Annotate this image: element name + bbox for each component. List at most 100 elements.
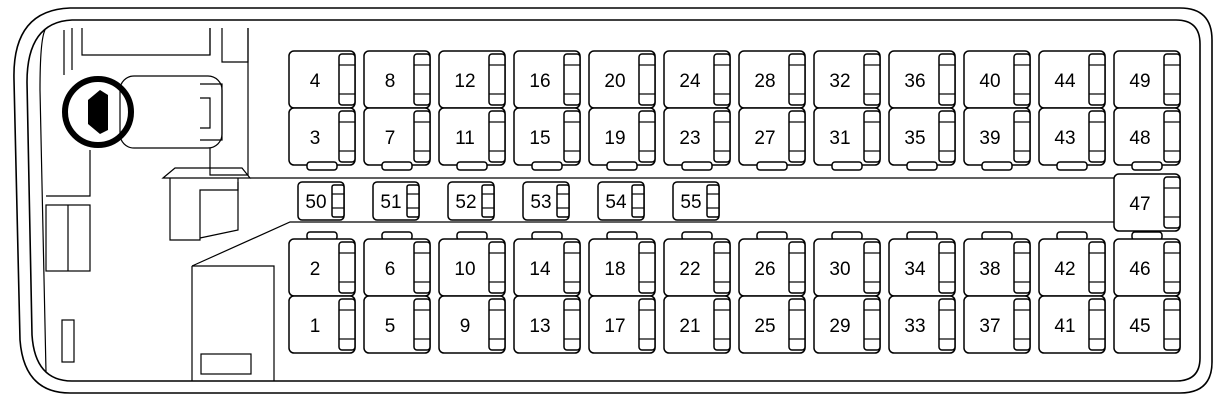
seat-23[interactable]: 23 <box>663 107 731 166</box>
seat-8[interactable]: 8 <box>363 50 431 109</box>
seat-cushion <box>456 161 488 171</box>
seat-25[interactable]: 25 <box>738 295 806 354</box>
seat-number: 7 <box>385 128 396 149</box>
seat-number: 8 <box>385 71 396 92</box>
seat-cushion <box>681 161 713 171</box>
seat-number: 22 <box>679 259 700 280</box>
seat-40[interactable]: 40 <box>963 50 1031 109</box>
seat-39[interactable]: 39 <box>963 107 1031 166</box>
seat-16[interactable]: 16 <box>513 50 581 109</box>
seat-4[interactable]: 4 <box>288 50 356 109</box>
seat-36[interactable]: 36 <box>888 50 956 109</box>
seat-24[interactable]: 24 <box>663 50 731 109</box>
seat-19[interactable]: 19 <box>588 107 656 166</box>
seat-number: 33 <box>904 316 925 337</box>
seat-number: 52 <box>455 192 476 213</box>
seat-number: 14 <box>529 259 551 280</box>
seat-2[interactable]: 2 <box>288 238 356 297</box>
seat-28[interactable]: 28 <box>738 50 806 109</box>
seat-number: 53 <box>530 192 551 213</box>
seat-15[interactable]: 15 <box>513 107 581 166</box>
seat-54[interactable]: 54 <box>597 181 645 221</box>
seat-cushion <box>381 161 413 171</box>
seat-number: 44 <box>1054 71 1076 92</box>
seat-37[interactable]: 37 <box>963 295 1031 354</box>
seat-number: 42 <box>1054 259 1075 280</box>
seat-number: 40 <box>979 71 1000 92</box>
seat-33[interactable]: 33 <box>888 295 956 354</box>
seat-20[interactable]: 20 <box>588 50 656 109</box>
seat-number: 30 <box>829 259 850 280</box>
seat-number: 51 <box>380 192 401 213</box>
seat-number: 54 <box>605 192 627 213</box>
seat-number: 21 <box>679 316 700 337</box>
seat-number: 20 <box>604 71 625 92</box>
seat-52[interactable]: 52 <box>447 181 495 221</box>
seat-5[interactable]: 5 <box>363 295 431 354</box>
seat-number: 37 <box>979 316 1000 337</box>
seat-14[interactable]: 14 <box>513 238 581 297</box>
seat-11[interactable]: 11 <box>438 107 506 166</box>
driver-area <box>45 28 249 363</box>
bus-outline <box>13 7 1213 394</box>
seat-number: 50 <box>305 192 326 213</box>
seat-number: 39 <box>979 128 1000 149</box>
seat-number: 25 <box>754 316 775 337</box>
seat-49[interactable]: 49 <box>1113 50 1181 109</box>
seat-43[interactable]: 43 <box>1038 107 1106 166</box>
seat-number: 5 <box>385 316 396 337</box>
seat-35[interactable]: 35 <box>888 107 956 166</box>
seat-number: 23 <box>679 128 700 149</box>
seat-cushion <box>531 161 563 171</box>
seat-cushion <box>981 161 1013 171</box>
seat-45[interactable]: 45 <box>1113 295 1181 354</box>
seat-number: 19 <box>604 128 625 149</box>
seat-48[interactable]: 48 <box>1113 107 1181 166</box>
seat-21[interactable]: 21 <box>663 295 731 354</box>
seat-53[interactable]: 53 <box>522 181 570 221</box>
seat-46[interactable]: 46 <box>1113 238 1181 297</box>
seat-42[interactable]: 42 <box>1038 238 1106 297</box>
seat-32[interactable]: 32 <box>813 50 881 109</box>
seat-number: 28 <box>754 71 775 92</box>
seat-number: 49 <box>1129 71 1150 92</box>
seat-41[interactable]: 41 <box>1038 295 1106 354</box>
seat-9[interactable]: 9 <box>438 295 506 354</box>
seat-cushion <box>906 161 938 171</box>
seat-47[interactable]: 47 <box>1113 173 1181 232</box>
seat-22[interactable]: 22 <box>663 238 731 297</box>
seat-31[interactable]: 31 <box>813 107 881 166</box>
seat-cushion <box>606 161 638 171</box>
seat-6[interactable]: 6 <box>363 238 431 297</box>
seat-12[interactable]: 12 <box>438 50 506 109</box>
seat-18[interactable]: 18 <box>588 238 656 297</box>
seat-50[interactable]: 50 <box>297 181 345 221</box>
seat-number: 11 <box>455 128 475 149</box>
seat-number: 18 <box>604 259 625 280</box>
seat-29[interactable]: 29 <box>813 295 881 354</box>
seat-number: 3 <box>310 128 321 149</box>
seat-17[interactable]: 17 <box>588 295 656 354</box>
seat-number: 10 <box>454 259 475 280</box>
seat-number: 41 <box>1054 316 1075 337</box>
seat-cushion <box>831 161 863 171</box>
seat-number: 35 <box>904 128 925 149</box>
seat-cushion <box>306 161 338 171</box>
seat-55[interactable]: 55 <box>672 181 720 221</box>
seat-number: 32 <box>829 71 850 92</box>
seat-number: 16 <box>529 71 550 92</box>
seat-27[interactable]: 27 <box>738 107 806 166</box>
seat-1[interactable]: 1 <box>288 295 356 354</box>
seat-number: 2 <box>310 259 321 280</box>
seat-51[interactable]: 51 <box>372 181 420 221</box>
seat-3[interactable]: 3 <box>288 107 356 166</box>
seat-number: 15 <box>529 128 550 149</box>
seat-44[interactable]: 44 <box>1038 50 1106 109</box>
seat-30[interactable]: 30 <box>813 238 881 297</box>
seat-34[interactable]: 34 <box>888 238 956 297</box>
seat-7[interactable]: 7 <box>363 107 431 166</box>
seat-13[interactable]: 13 <box>513 295 581 354</box>
seat-10[interactable]: 10 <box>438 238 506 297</box>
seat-38[interactable]: 38 <box>963 238 1031 297</box>
seat-26[interactable]: 26 <box>738 238 806 297</box>
